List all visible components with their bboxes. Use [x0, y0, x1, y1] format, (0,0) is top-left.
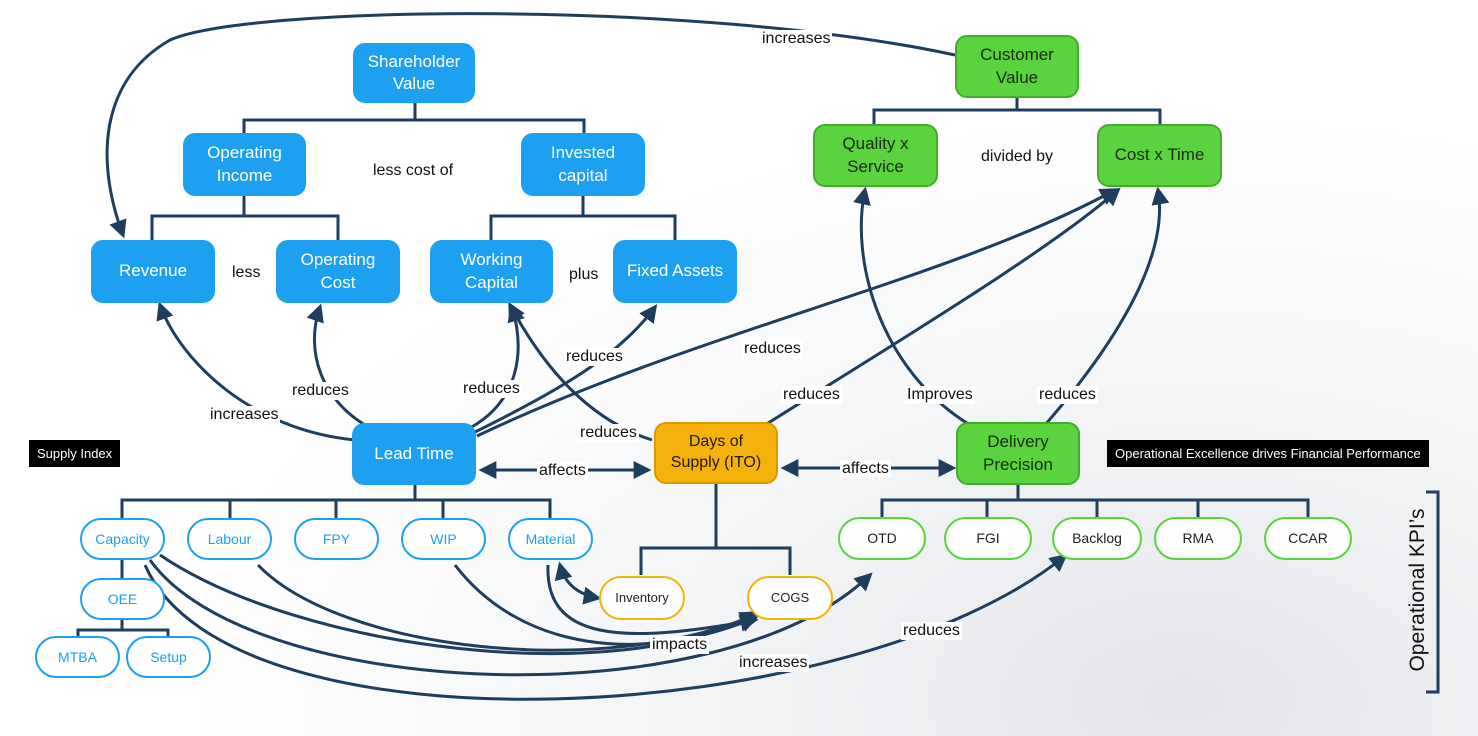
kpi-capacity[interactable]: Capacity — [80, 518, 165, 560]
kpi-inventory[interactable]: Inventory — [599, 576, 685, 620]
label-reduces-fixed: reduces — [564, 348, 625, 366]
kpi-fgi[interactable]: FGI — [944, 517, 1032, 560]
node-working-capital[interactable]: Working Capital — [430, 240, 553, 303]
label-reduces-dos-wc: reduces — [578, 424, 639, 442]
label-operational-kpis: Operational KPI’s — [1406, 508, 1429, 672]
arrow-material-inventory — [554, 561, 602, 605]
tree-oee — [76, 620, 170, 637]
kpi-rma[interactable]: RMA — [1154, 517, 1242, 560]
node-fixed-assets[interactable]: Fixed Assets — [613, 240, 737, 303]
tree-dp — [880, 485, 1310, 518]
label-reduces-costtime: reduces — [742, 340, 803, 358]
label-improves: Improves — [905, 386, 975, 404]
label-plus: plus — [569, 266, 599, 283]
tree-operating-income — [150, 196, 340, 240]
node-days-of-supply[interactable]: Days of Supply (ITO) — [654, 422, 778, 484]
label-impacts: impacts — [650, 636, 710, 654]
node-invested-capital[interactable]: Invested capital — [521, 133, 645, 196]
label-reduces-opcost: reduces — [290, 382, 351, 400]
kpi-oee[interactable]: OEE — [80, 578, 165, 620]
kpi-backlog[interactable]: Backlog — [1052, 517, 1142, 560]
kpi-fpy[interactable]: FPY — [294, 518, 379, 560]
label-reduces-wc: reduces — [461, 380, 522, 398]
curve-material-cogs — [546, 564, 759, 636]
kpi-ccar[interactable]: CCAR — [1264, 517, 1352, 560]
node-operating-income[interactable]: Operating Income — [183, 133, 306, 196]
node-revenue[interactable]: Revenue — [91, 240, 215, 303]
label-increases-rev: increases — [208, 406, 281, 424]
kpi-material[interactable]: Material — [508, 518, 593, 560]
arrow-reduces-fa — [474, 304, 658, 434]
node-cost-time[interactable]: Cost x Time — [1097, 124, 1222, 187]
node-shareholder-value[interactable]: Shareholder Value — [353, 43, 475, 103]
curve-capacity-otd — [148, 559, 873, 677]
label-affects-left: affects — [537, 462, 588, 480]
kpi-bracket — [1426, 490, 1440, 694]
arrow-increases-top — [105, 12, 956, 239]
label-increases-top: increases — [760, 30, 833, 48]
tree-dos — [639, 484, 792, 575]
label-reduces-dos-ct: reduces — [781, 386, 842, 404]
tag-supply-index: Supply Index — [29, 440, 121, 467]
arrow-reduces-opcost — [306, 303, 371, 430]
label-less: less — [232, 264, 261, 281]
label-increases-bottom: increases — [737, 654, 810, 672]
node-delivery-precision[interactable]: Delivery Precision — [956, 422, 1080, 485]
node-operating-cost[interactable]: Operating Cost — [276, 240, 400, 303]
label-reduces-dp-ct: reduces — [1037, 386, 1098, 404]
label-reduces-bottom: reduces — [901, 622, 962, 640]
kpi-cogs[interactable]: COGS — [747, 576, 833, 620]
node-customer-value[interactable]: Customer Value — [955, 35, 1079, 98]
label-affects-right: affects — [840, 460, 891, 478]
tag-operational-excellence: Operational Excellence drives Financial … — [1107, 440, 1429, 467]
label-less-cost-of: less cost of — [373, 162, 454, 179]
arrow-reduces-wc — [469, 303, 525, 430]
tree-customer-value — [872, 98, 1162, 124]
kpi-otd[interactable]: OTD — [838, 517, 926, 560]
arrow-increases-revenue — [156, 301, 356, 442]
tree-shareholder — [242, 103, 586, 134]
kpi-mtba[interactable]: MTBA — [35, 636, 120, 678]
kpi-labour[interactable]: Labour — [187, 518, 272, 560]
kpi-wip[interactable]: WIP — [401, 518, 486, 560]
kpi-setup[interactable]: Setup — [126, 636, 211, 678]
tree-lead-time — [120, 485, 552, 520]
label-divided-by: divided by — [981, 148, 1054, 165]
node-lead-time[interactable]: Lead Time — [352, 423, 476, 485]
tree-invested-capital — [489, 196, 677, 240]
node-quality-service[interactable]: Quality x Service — [813, 124, 938, 187]
arrow-reduces-costtime — [476, 188, 1119, 438]
